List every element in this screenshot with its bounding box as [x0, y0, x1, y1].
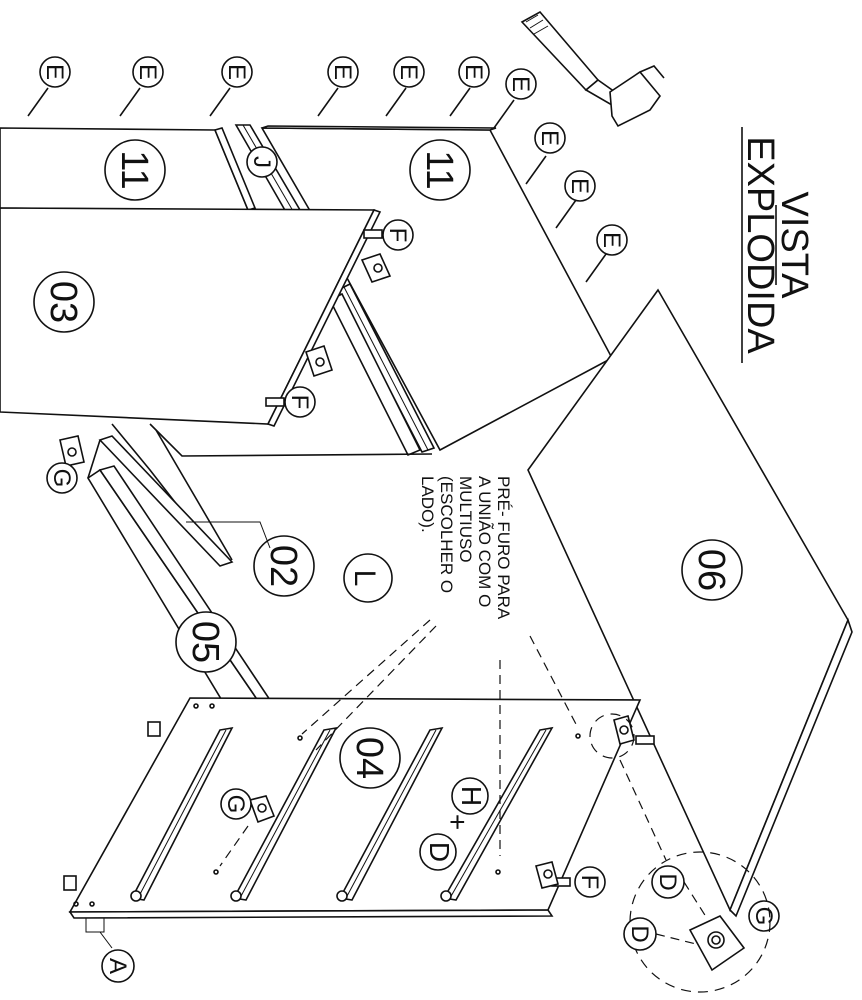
pre-drill-note: PRÉ- FURO PARA A UNIÃO COM O MULTIUSO (E… — [418, 476, 513, 620]
note-line-1: PRÉ- FURO PARA — [494, 476, 513, 620]
label-g-3: G — [750, 907, 777, 926]
detail-circle-small — [589, 713, 635, 759]
hammer-icon — [520, 10, 665, 128]
title-line-1: VISTA — [773, 192, 815, 300]
part-03-bubble: 03 — [33, 271, 95, 333]
part-05-label: 05 — [184, 621, 226, 663]
label-d-bubble-2: D — [651, 865, 685, 899]
label-j: J — [248, 156, 275, 168]
part-04-label: 04 — [348, 737, 390, 779]
part-11-left-label: 11 — [113, 150, 155, 189]
label-e-bubbles: E E E E E E E E E E — [39, 56, 628, 256]
drawer-slide-4 — [440, 726, 554, 902]
label-e-1: E — [41, 64, 68, 80]
label-f-3: F — [576, 875, 603, 890]
label-g-group: G G G — [46, 462, 780, 932]
panel-04 — [63, 697, 642, 919]
label-d-bubble-1: D — [419, 833, 457, 871]
dashed-leaders — [219, 619, 667, 867]
label-h: H — [456, 786, 487, 806]
part-06-bubble: 06 — [681, 539, 743, 601]
panel-03 — [0, 207, 382, 427]
label-e-10: E — [598, 232, 625, 248]
part-11-right-label: 11 — [418, 150, 460, 189]
label-d-1: D — [424, 842, 455, 862]
label-f-group: F F F — [265, 219, 655, 898]
detail-circle-large — [629, 851, 771, 993]
label-e-5: E — [395, 64, 422, 80]
label-e-7: E — [507, 76, 534, 92]
drawer-slide-2 — [230, 726, 338, 902]
note-line-4: (ESCOLHER O — [437, 476, 456, 593]
part-06-label: 06 — [690, 549, 732, 591]
leader-a — [85, 918, 105, 933]
detail-leader-1 — [683, 881, 709, 921]
panel-06 — [527, 288, 853, 918]
detail-leader-2 — [655, 933, 697, 945]
part-02-label: 02 — [262, 545, 304, 587]
nails — [27, 87, 607, 283]
label-d-bubble-3: D — [623, 917, 657, 951]
label-d-3: D — [626, 925, 653, 942]
label-g-1: G — [48, 469, 75, 488]
note-line-2: A UNIÃO COM O — [475, 476, 494, 607]
leader-02 — [186, 521, 271, 549]
label-e-2: E — [134, 64, 161, 80]
label-plus-text: + — [442, 814, 473, 830]
back-rails — [328, 282, 436, 457]
title-line-2: EXPLODIDA — [739, 136, 781, 354]
label-e-4: E — [329, 64, 356, 80]
label-e-6: E — [460, 64, 487, 80]
note-line-3: MULTIUSO — [456, 476, 475, 563]
drawer-slide-1 — [130, 726, 234, 902]
part-05-bubble: 05 — [175, 611, 237, 673]
part-04-bubble: 04 — [339, 727, 401, 789]
label-a-bubble: A — [101, 949, 135, 983]
label-h-bubble: H — [451, 777, 489, 815]
part-03-label: 03 — [42, 281, 84, 323]
label-a: A — [104, 958, 131, 974]
label-g-2: G — [222, 795, 249, 814]
drawer-slide-3 — [336, 726, 444, 902]
part-11-right-bubble: 11 — [409, 139, 471, 201]
label-plus: + — [442, 814, 473, 830]
label-e-8: E — [536, 130, 563, 146]
label-e-3: E — [223, 64, 250, 80]
note-line-5: LADO). — [418, 476, 437, 533]
label-l: L — [348, 570, 381, 587]
label-d-2: D — [654, 873, 681, 890]
title: VISTA EXPLODIDA — [739, 127, 815, 363]
label-f-2: F — [286, 395, 313, 410]
label-j-bubble: J — [246, 146, 278, 178]
part-02-bubble: 02 — [253, 535, 315, 597]
brackets — [59, 253, 746, 972]
label-e-9: E — [566, 178, 593, 194]
label-l-bubble: L — [343, 553, 393, 603]
label-f-1: F — [384, 228, 411, 243]
part-11-left-bubble: 11 — [104, 139, 166, 201]
